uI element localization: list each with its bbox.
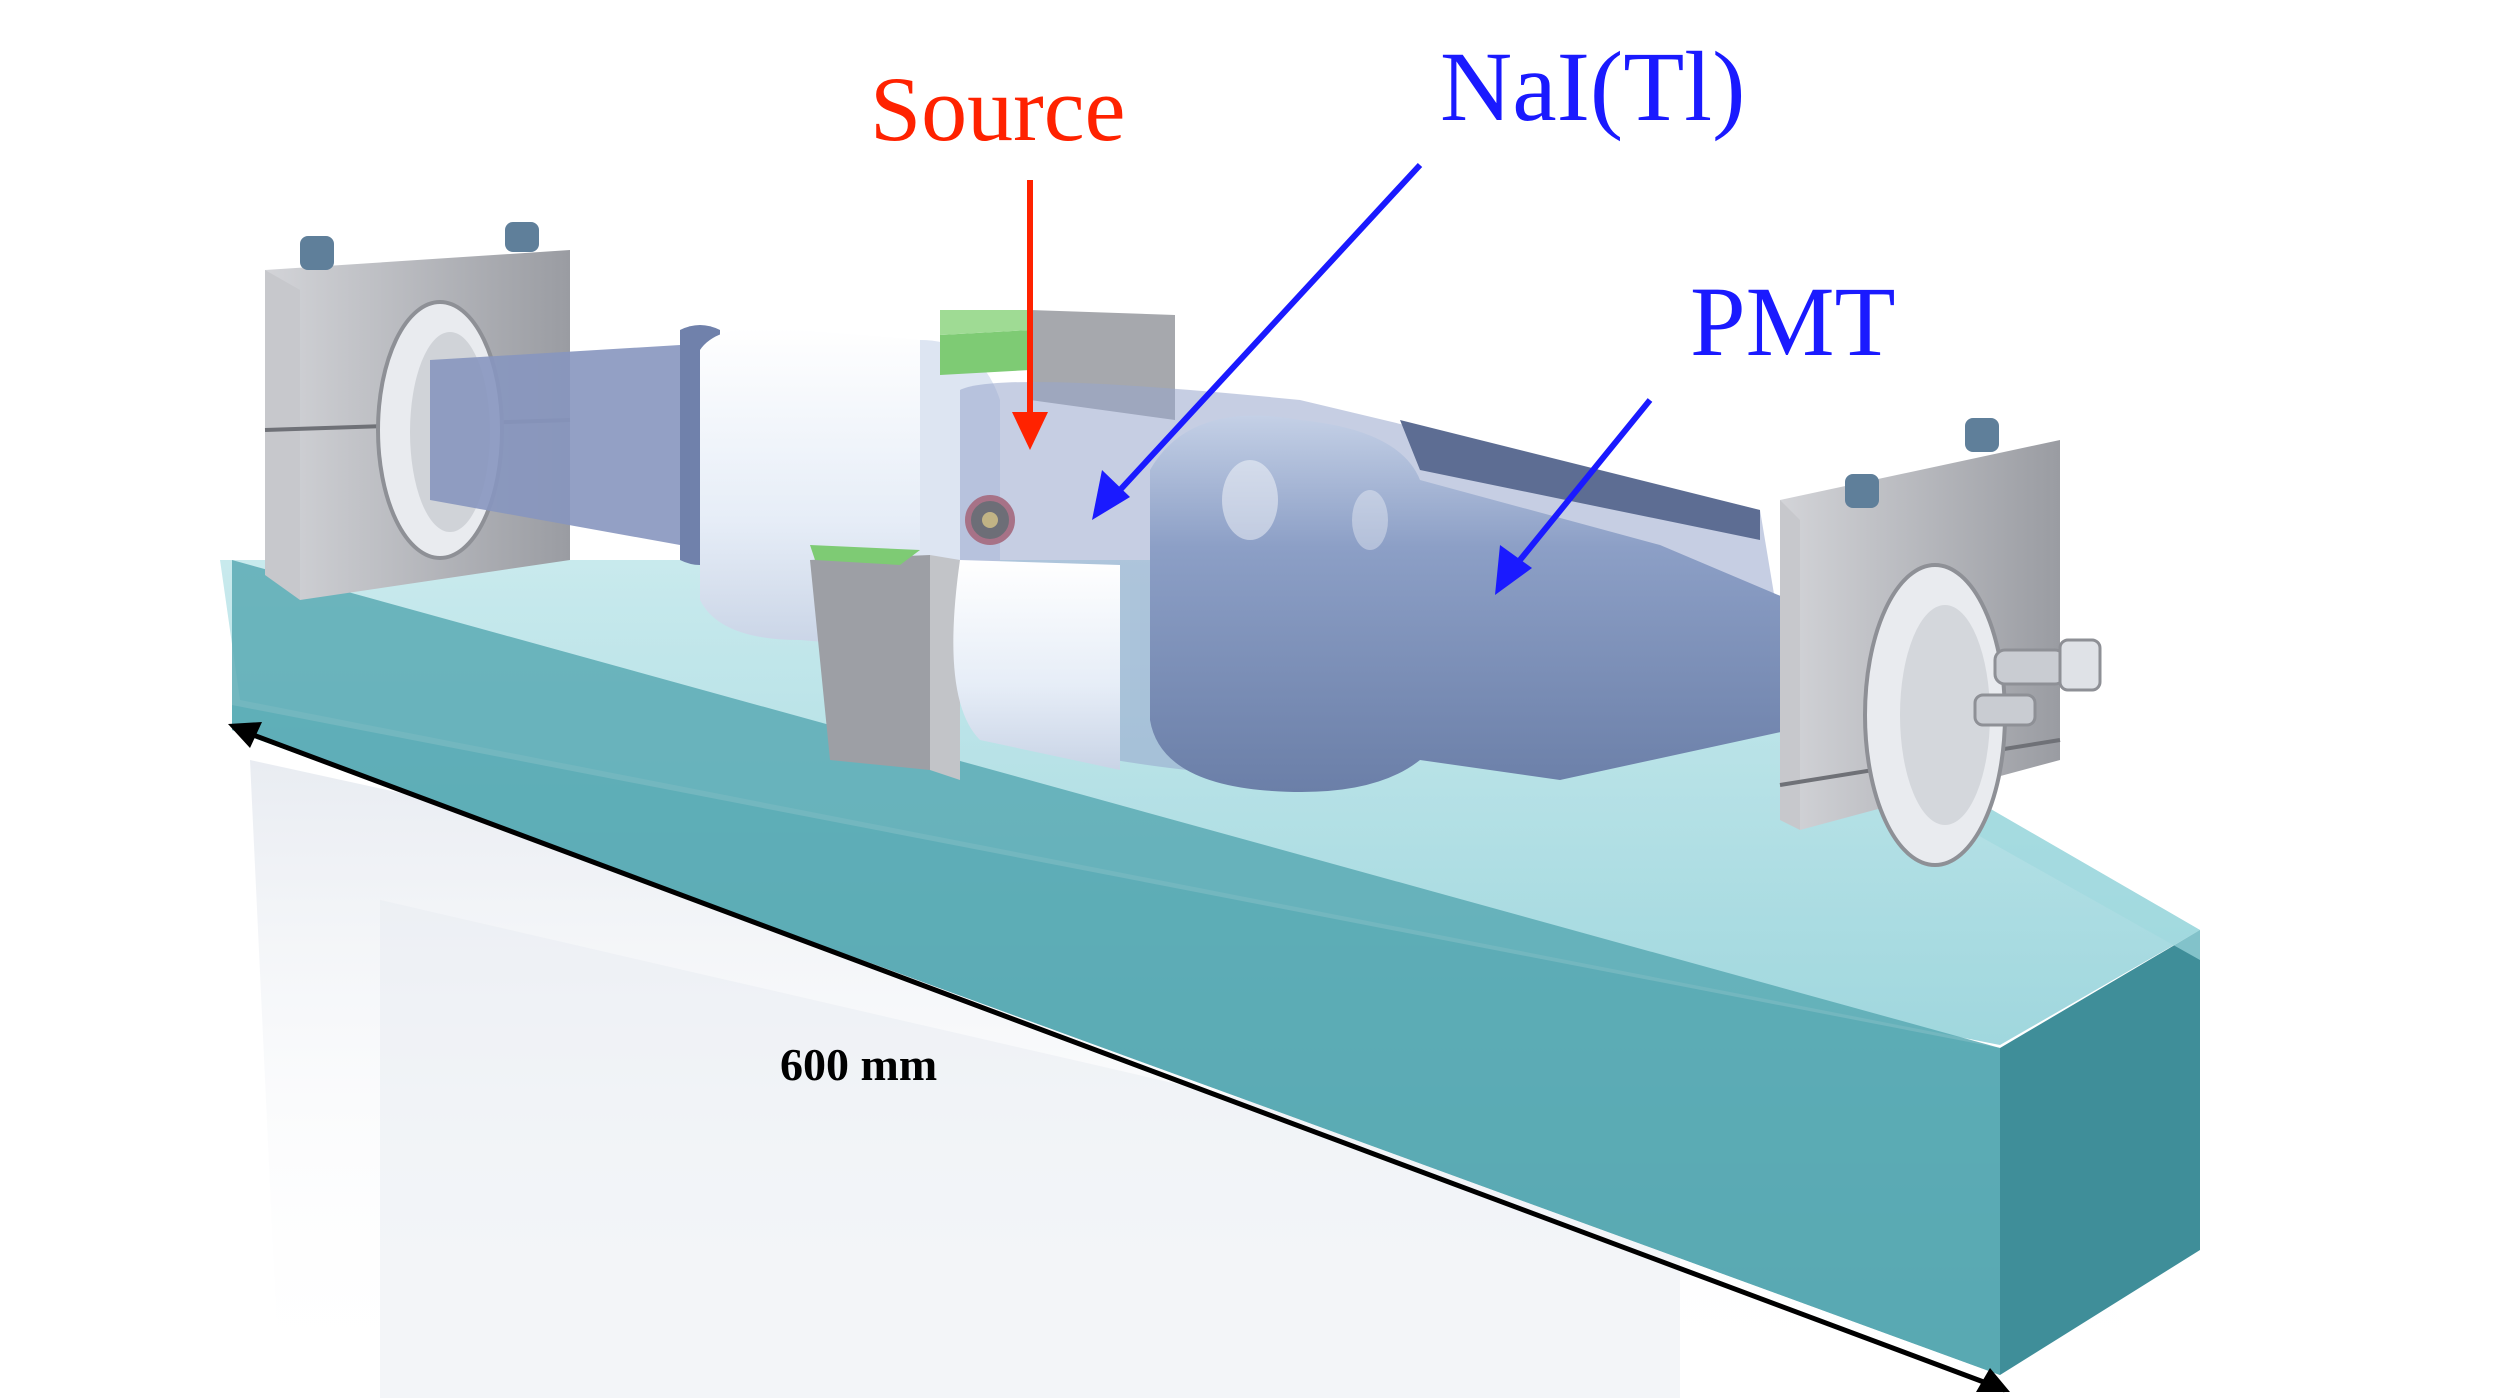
pmt-label: PMT <box>1690 266 1896 377</box>
pmt-tube <box>1150 415 1790 792</box>
pmt-arrow <box>1495 398 1653 595</box>
right-bracket <box>1779 418 2102 867</box>
connector-icon <box>1993 648 2067 686</box>
length-dimension <box>228 722 2010 1393</box>
source-arrow <box>1012 180 1048 450</box>
crystal-label: NaI(Tl) <box>1440 31 1745 142</box>
middle-bracket <box>810 545 960 780</box>
source-label: Source <box>870 58 1125 160</box>
tray-side-wall <box>2000 930 2200 1375</box>
tray-front-wall <box>232 560 2000 1375</box>
base-tray <box>220 560 2200 1375</box>
nai-crystal <box>953 560 1120 770</box>
crystal-arrow <box>1092 162 1423 520</box>
pmt-assembly <box>953 382 1790 792</box>
length-label: 600 mm <box>780 1039 937 1090</box>
